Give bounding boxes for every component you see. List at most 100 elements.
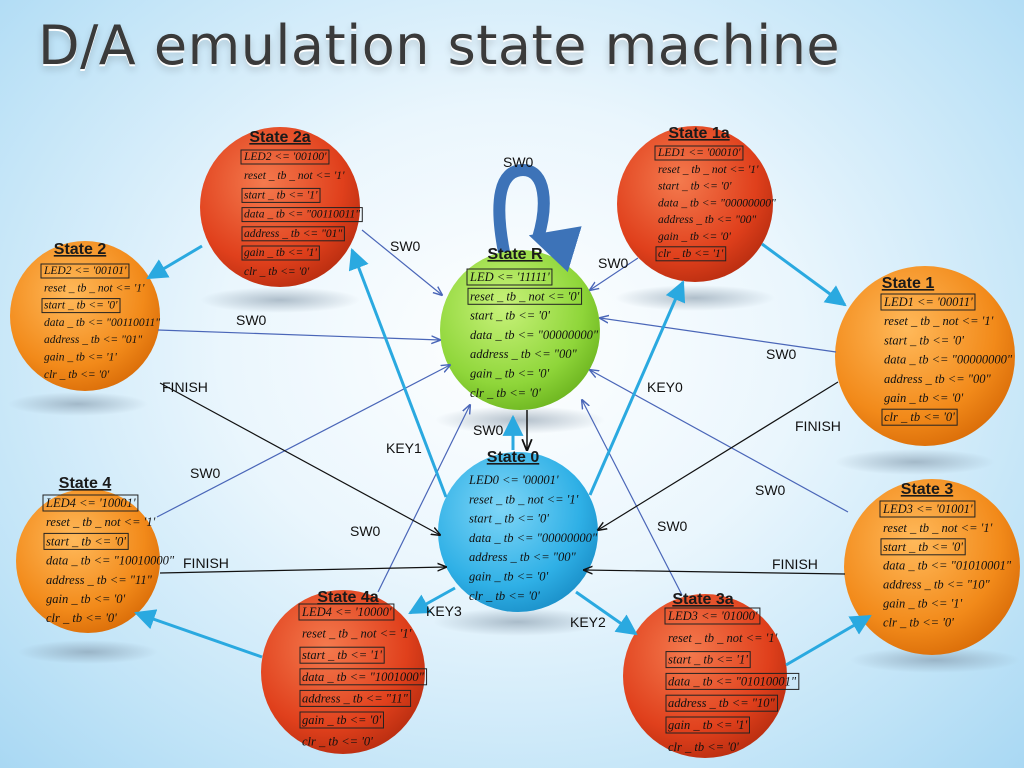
state-1-line-2: start _ tb <= '0'	[884, 333, 964, 347]
state-4a-line-5: gain _ tb <= '0'	[302, 713, 381, 727]
state-r-line-box-1	[467, 287, 583, 305]
state-r-title: State R	[487, 246, 543, 263]
arrow-2a-to-2	[146, 244, 203, 280]
state-1a-line-4: address _ tb <= "00"	[658, 214, 756, 226]
loop-arrow-state-r	[493, 163, 582, 273]
state-1-title: State 1	[882, 275, 935, 292]
state-4a-line-box-2	[299, 646, 385, 664]
state-2-line-3: data _ tb <= "00110011"	[44, 317, 160, 329]
arrow-4a-to-4	[134, 609, 263, 659]
state-3-line-box-0	[879, 500, 976, 518]
state-r-line-6: clr _ tb <= '0'	[470, 386, 541, 400]
arrow-1a-to-1	[761, 242, 847, 307]
state-0-line-3: data _ tb <= "00000000"	[469, 531, 598, 545]
edge-label-sw0-r0: SW0	[473, 422, 504, 438]
state-2a-line-box-3	[241, 207, 363, 223]
state-2-line-2: start _ tb <= '0'	[44, 300, 118, 312]
state-2a-line-box-2	[241, 187, 321, 203]
state-2-title: State 2	[54, 241, 107, 258]
state-3-line-6: clr _ tb <= '0'	[883, 615, 954, 629]
arrow-2-to-0-finish	[159, 382, 440, 535]
state-3a-line-3: data _ tb <= "01010001"	[668, 674, 797, 688]
state-4-line-6: clr _ tb <= '0'	[46, 611, 117, 625]
state-4a-line-box-4	[299, 689, 412, 707]
arrow-0-to-3a-key2	[575, 590, 638, 636]
state-2a-line-box-5	[241, 245, 320, 261]
arrow-2a-to-r	[361, 229, 442, 295]
state-4-circle	[16, 489, 160, 633]
arrow-4a-to-r	[377, 405, 470, 593]
state-1a-circle	[617, 126, 773, 282]
arrow-3-to-0-finish	[584, 570, 846, 574]
state-3a-line-2: start _ tb <= '1'	[668, 653, 748, 667]
state-2a-line-5: gain _ tb <= '1'	[244, 247, 317, 259]
state-1-label-group: State 1 LED1 <= '00011' reset _ tb _ not <…	[880, 275, 1013, 426]
edge-label-sw0-3: SW0	[755, 482, 786, 498]
state-2-line-5: gain _ tb <= '1'	[44, 352, 117, 364]
edge-label-key2: KEY2	[570, 614, 606, 630]
state-4-line-box-2	[43, 532, 129, 550]
state-r-line-box-0	[466, 268, 553, 286]
arrow-4-to-r	[156, 365, 450, 518]
state-2-line-box-0	[40, 263, 130, 279]
state-1a-line-box-6	[655, 246, 727, 262]
edge-label-key3: KEY3	[426, 603, 462, 619]
state-1-line-4: address _ tb <= "00"	[884, 372, 992, 386]
state-0-line-0: LED0 <= '00001'	[468, 473, 559, 487]
state-2a-line-1: reset _ tb _ not <= '1'	[244, 170, 345, 182]
state-3-line-2: start _ tb <= '0'	[883, 540, 963, 554]
state-2a-line-3: data _ tb <= "00110011"	[244, 209, 360, 221]
state-0-line-6: clr _ tb <= '0'	[469, 589, 540, 603]
state-4a-line-6: clr _ tb <= '0'	[302, 735, 373, 749]
state-4a-line-box-0	[298, 603, 395, 621]
state-1-line-box-0	[880, 293, 976, 311]
state-1a-line-6: clr _ tb <= '1'	[658, 248, 724, 260]
state-3a-line-box-4	[665, 694, 779, 712]
arrow-4-to-0-finish	[159, 567, 446, 574]
state-0-line-1: reset _ tb _ not <= '1'	[469, 492, 579, 506]
state-3a-line-4: address _ tb <= "10"	[668, 696, 776, 710]
state-2-line-0: LED2 <= '00101'	[43, 265, 127, 277]
state-4-line-0: LED4 <= '10001'	[45, 496, 136, 510]
state-3a-line-0: LED3 <= '01000'	[667, 609, 758, 623]
state-1-line-0: LED1 <= '00011'	[883, 295, 973, 309]
state-1a-line-3: data _ tb <= "00000000"	[658, 197, 776, 209]
arrow-1-to-0-finish	[598, 381, 839, 530]
state-1a-title: State 1a	[668, 125, 729, 142]
state-3-circle	[844, 479, 1020, 655]
state-3a-title: State 3a	[672, 591, 733, 608]
state-3-line-4: address _ tb <= "10"	[883, 578, 991, 592]
state-3a-line-box-0	[664, 607, 761, 625]
state-4-line-1: reset _ tb _ not <= '1'	[46, 515, 156, 529]
state-1-line-box-6	[881, 408, 958, 426]
state-4-line-box-0	[42, 494, 139, 512]
state-1a-line-box-0	[654, 145, 744, 161]
state-4a-circle	[261, 590, 425, 754]
state-1a-line-2: start _ tb <= '0'	[658, 181, 732, 193]
state-3-line-box-2	[880, 538, 966, 556]
edge-label-finish-2: FINISH	[162, 379, 208, 395]
state-r-line-1: reset _ tb _ not <= '0'	[470, 289, 580, 303]
state-1-line-1: reset _ tb _ not <= '1'	[884, 314, 994, 328]
edge-label-sw0-1: SW0	[766, 346, 797, 362]
state-3-line-5: gain _ tb <= '1'	[883, 597, 962, 611]
state-4a-title: State 4a	[317, 589, 378, 606]
state-4-line-5: gain _ tb <= '0'	[46, 592, 125, 606]
state-2a-line-box-4	[241, 226, 345, 242]
state-2-line-box-2	[41, 298, 121, 314]
state-3a-line-box-5	[665, 716, 750, 734]
state-3a-line-box-3	[665, 672, 800, 690]
state-1-line-6: clr _ tb <= '0'	[884, 410, 955, 424]
state-4a-line-3: data _ tb <= "1001000"	[302, 670, 425, 684]
state-4-line-4: address _ tb <= "11"	[46, 573, 153, 587]
state-2a-line-6: clr _ tb <= '0'	[244, 266, 310, 278]
state-2a-line-box-0	[240, 149, 330, 165]
